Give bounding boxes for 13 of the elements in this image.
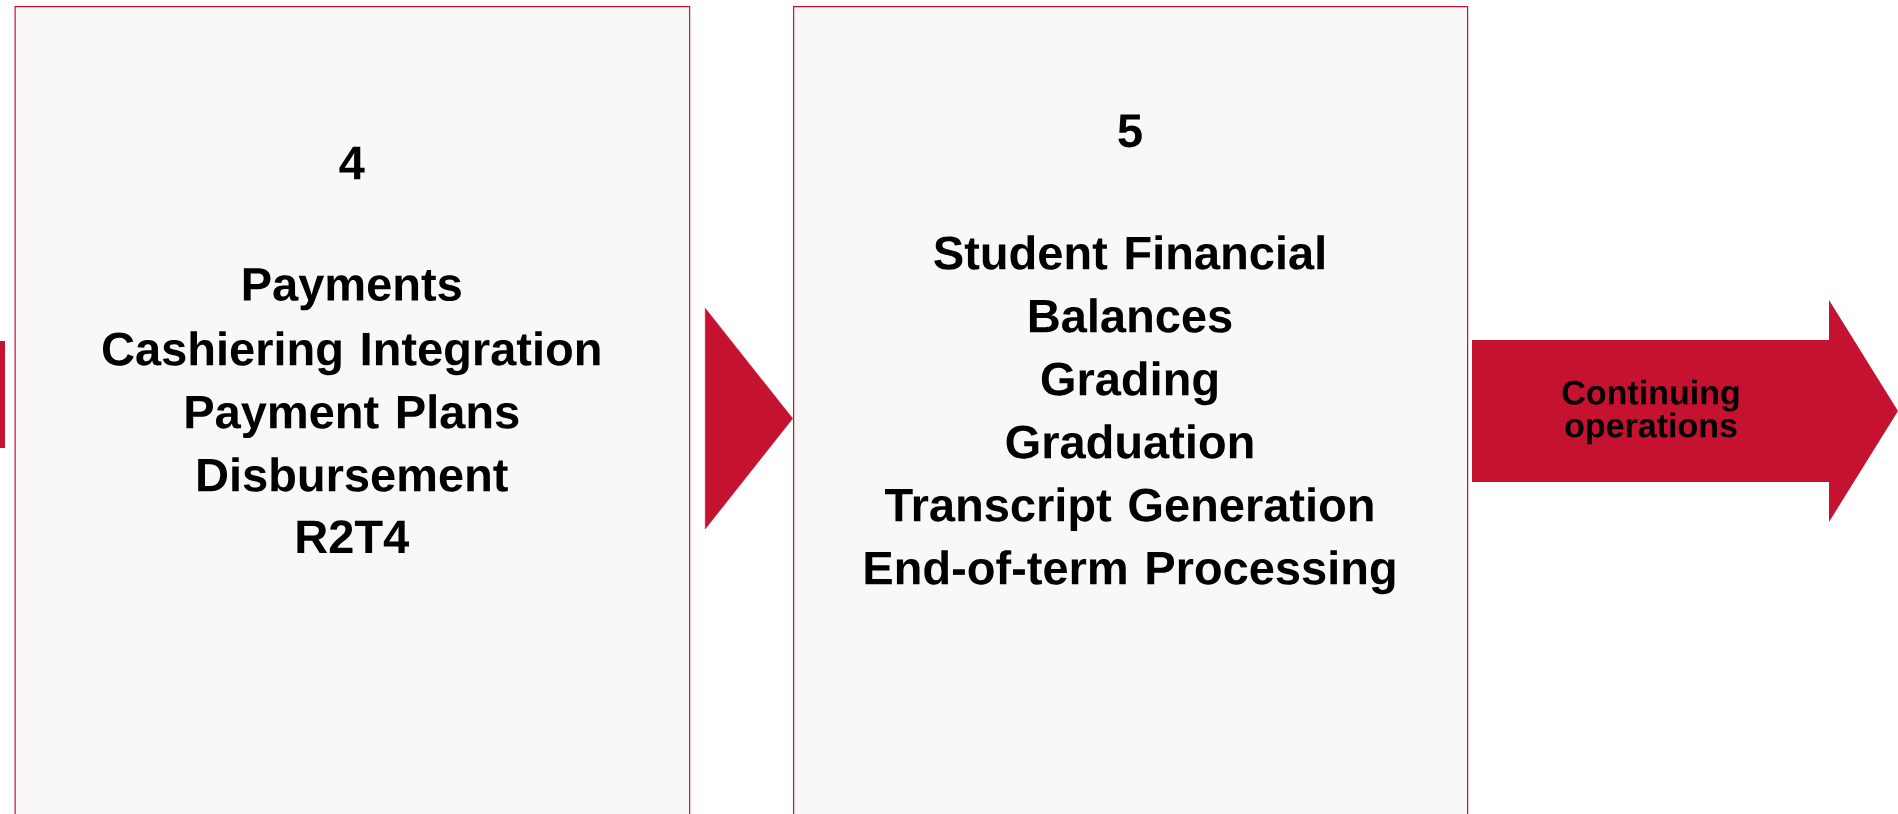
item-text: R2T4	[297, 520, 409, 553]
item-text: Cashiering Integration	[103, 331, 600, 376]
item-text: Disbursement	[198, 457, 508, 492]
item-text: Grading	[1041, 361, 1217, 406]
item-text: Transcript Generation	[885, 487, 1373, 531]
step-number: 4	[339, 146, 365, 180]
step-number: 5	[1118, 114, 1142, 148]
item-text: Payment Plans	[186, 394, 519, 438]
item-text: End-of-term Processing	[865, 550, 1395, 595]
item-text: Student Financial Balances	[934, 235, 1324, 333]
item-text: Payments	[243, 268, 461, 311]
chevron-arrow	[704, 308, 793, 530]
item-text: Graduation	[1006, 424, 1253, 459]
